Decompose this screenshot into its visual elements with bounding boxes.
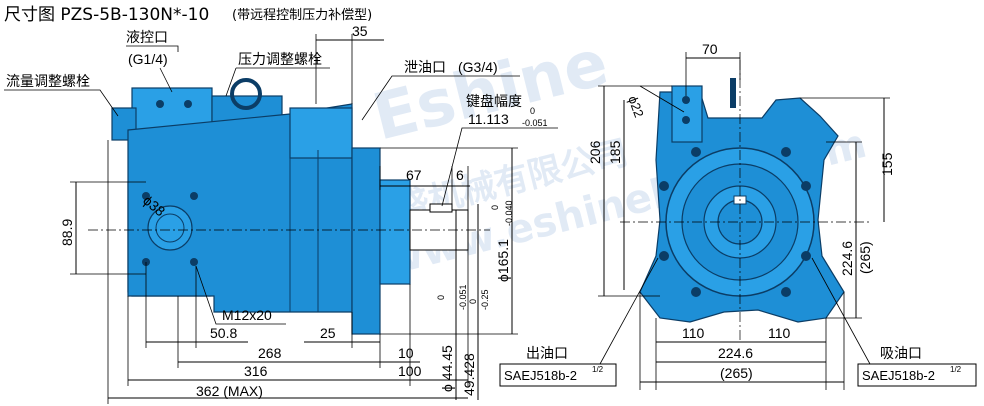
drawing-title: 尺寸图 PZS-5B-130N*-10 [4, 5, 209, 25]
control-block-front [671, 85, 703, 143]
svg-text:-0.051: -0.051 [458, 284, 468, 310]
label-phi22: ϕ22 [625, 94, 647, 120]
dim-70: 70 [702, 41, 718, 57]
inlet-spec: SAEJ518b-2 [862, 368, 935, 383]
drawing-title-note: (带远程控制压力补偿型) [232, 8, 372, 23]
label-bolt: M12x20 [222, 307, 272, 323]
dim-100: 100 [398, 363, 422, 379]
dim-155: 155 [879, 152, 895, 176]
dim-265-vertical: (265) [857, 241, 873, 274]
dim-6: 6 [456, 167, 464, 183]
svg-text:0: 0 [490, 205, 500, 210]
drain-boss [289, 107, 353, 159]
outlet-spec-sup: 1/2 [592, 365, 604, 374]
dim-265-horizontal: (265) [720, 365, 753, 381]
label-hydraulic-port: 液控口 [126, 30, 168, 46]
dim-25: 25 [320, 325, 336, 341]
dim-49-428: 49.428 [461, 353, 477, 396]
label-drain-port-size: (G3/4) [458, 59, 498, 75]
dim-phi44-45: ϕ 44.45 [439, 345, 455, 392]
pump-side-view [88, 78, 490, 335]
bolt-hole [190, 192, 198, 200]
dim-362-max: 362 (MAX) [196, 383, 263, 399]
dim-206: 206 [587, 140, 603, 164]
dim-268: 268 [258, 345, 282, 361]
dim-224-6-horizontal: 224.6 [718, 345, 753, 361]
label-outlet-port: 出油口 [526, 346, 568, 362]
inlet-spec-sup: 1/2 [950, 365, 962, 374]
dim-110-right: 110 [768, 325, 791, 341]
svg-text:0: 0 [436, 295, 446, 300]
label-inlet-port: 吸油口 [880, 346, 922, 362]
dim-phi165-1: ϕ165.1 [495, 239, 511, 282]
dim-224-6-vertical: 224.6 [839, 241, 855, 276]
dim-35: 35 [352, 23, 368, 39]
bolt-hole [142, 192, 150, 200]
dim-185: 185 [607, 140, 623, 164]
dim-10: 10 [398, 345, 414, 361]
dim-50-8: 50.8 [210, 325, 237, 341]
label-key-width: 键盘幅度 [466, 93, 522, 110]
svg-text:-0.040: -0.040 [504, 200, 514, 226]
svg-text:0: 0 [468, 299, 478, 304]
front-view-annotations: 70 ϕ22 206 185 155 224.6 (265) 110 110 2… [499, 41, 977, 390]
svg-text:-0.25: -0.25 [480, 289, 490, 310]
pilot-boss [379, 179, 411, 285]
label-flow-screw: 流量调整螺栓 [6, 74, 90, 90]
dim-88-9: 88.9 [59, 219, 75, 246]
dim-110-left: 110 [682, 325, 705, 341]
front-flange [351, 147, 381, 335]
dim-316: 316 [244, 363, 268, 379]
svg-text:0: 0 [530, 106, 535, 116]
label-pressure-screw: 压力调整螺栓 [238, 52, 322, 68]
label-drain-port: 泄油口 [404, 60, 446, 76]
shaft-key [429, 203, 453, 213]
key-width-value: 11.113 [468, 111, 509, 127]
outlet-spec: SAEJ518b-2 [504, 368, 577, 383]
svg-text:-0.051: -0.051 [522, 118, 548, 128]
dim-67: 67 [406, 167, 422, 183]
label-hydraulic-port-size: (G1/4) [128, 51, 168, 67]
lifting-ring [230, 78, 262, 110]
bolt-hole [190, 258, 198, 266]
watermark-brand: Eshine [366, 26, 615, 155]
